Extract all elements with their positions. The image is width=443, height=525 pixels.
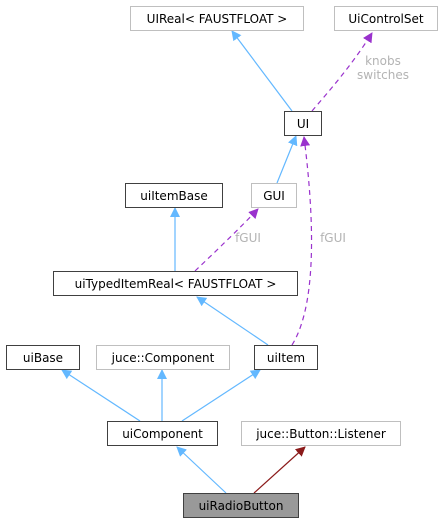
edge-gui-to-ui xyxy=(276,135,298,184)
node-ui[interactable]: UI xyxy=(284,111,322,136)
node-uiitembase[interactable]: uiItemBase xyxy=(125,183,223,208)
node-uiradiobutton[interactable]: uiRadioButton xyxy=(183,493,299,518)
node-uicontrolset[interactable]: UiControlSet xyxy=(334,6,438,31)
edge-uicomponent-to-uibase xyxy=(61,369,141,422)
node-uiitem[interactable]: uiItem xyxy=(254,345,318,370)
node-uireal[interactable]: UIReal< FAUSTFLOAT > xyxy=(130,6,304,31)
edge-uiradiobutton-to-uicomponent xyxy=(176,446,227,494)
node-uibase[interactable]: uiBase xyxy=(6,345,80,370)
edge-uiitem-to-ui xyxy=(291,136,313,346)
edge-label-knobs: knobs xyxy=(365,54,401,68)
edge-ui-to-uireal xyxy=(231,30,293,112)
edge-label-switches: switches xyxy=(357,68,409,82)
node-gui[interactable]: GUI xyxy=(251,183,297,208)
node-uicomponent[interactable]: uiComponent xyxy=(107,421,218,446)
node-jucebuttonlistener[interactable]: juce::Button::Listener xyxy=(241,421,401,446)
node-jucecomponent[interactable]: juce::Component xyxy=(96,345,230,370)
node-uitypeditemreal[interactable]: uiTypedItemReal< FAUSTFLOAT > xyxy=(53,271,298,296)
edge-label-fgui-right: fGUI xyxy=(320,231,346,245)
edge-uicomponent-to-uiitem xyxy=(181,369,261,422)
edge-ui-to-uicontrolset xyxy=(311,32,373,112)
edge-uiitem-to-uitypeditemreal xyxy=(196,296,269,346)
edge-uiradiobutton-to-jucebuttonlistener xyxy=(253,446,306,494)
edge-label-fgui-left: fGUI xyxy=(235,231,261,245)
